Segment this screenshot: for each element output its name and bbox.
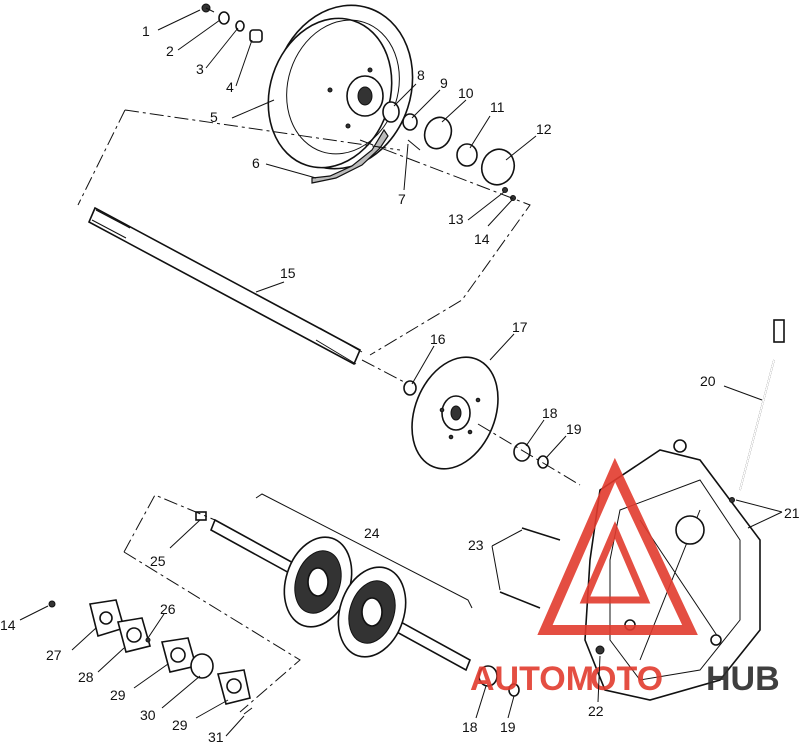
callout-3: 3 — [196, 61, 204, 77]
drive-chain — [311, 128, 389, 184]
watermark-part2: OTO — [590, 660, 663, 698]
small-hardware-top — [201, 3, 516, 201]
watermark-part1: AUTOM — [470, 660, 594, 698]
callout-4: 4 — [226, 79, 234, 95]
callout-31: 31 — [208, 729, 224, 743]
callout-10: 10 — [458, 85, 474, 101]
watermark-logo: AUTOM OTO HUB — [470, 457, 780, 698]
watermark-part3: HUB — [706, 660, 780, 698]
callout-1: 1 — [142, 23, 150, 39]
callout-15: 15 — [280, 265, 296, 281]
callout-14: 14 — [474, 231, 490, 247]
callout-19-lower: 19 — [500, 719, 516, 735]
callout-27: 27 — [46, 647, 62, 663]
callout-21: 21 — [784, 505, 800, 521]
callout-28: 28 — [78, 669, 94, 685]
callout-17: 17 — [512, 319, 528, 335]
callout-labels: 1 2 3 4 5 6 7 8 9 10 11 12 13 14 15 16 1… — [0, 23, 800, 743]
brake-disc — [403, 356, 581, 486]
callout-29: 29 — [110, 687, 126, 703]
callout-11: 11 — [490, 99, 505, 115]
callout-23: 23 — [468, 537, 484, 553]
callout-18-lower: 18 — [462, 719, 478, 735]
callout-6: 6 — [252, 155, 260, 171]
callout-22: 22 — [588, 703, 604, 719]
drive-pulley — [267, 4, 414, 170]
housing-bolts — [499, 497, 735, 609]
callout-24: 24 — [364, 525, 380, 541]
callout-25: 25 — [150, 553, 166, 569]
drive-shaft — [87, 206, 409, 385]
callout-20: 20 — [700, 373, 716, 389]
callout-7: 7 — [398, 191, 406, 207]
callout-19: 19 — [566, 421, 582, 437]
bearing-flange-set — [48, 599, 253, 715]
callout-29-lower: 29 — [172, 717, 188, 733]
track-drive-shaft — [195, 511, 520, 697]
callout-2: 2 — [166, 43, 174, 59]
callout-9: 9 — [440, 75, 448, 91]
callout-13: 13 — [448, 211, 464, 227]
callout-18: 18 — [542, 405, 558, 421]
callout-12: 12 — [536, 121, 552, 137]
callout-30: 30 — [140, 707, 156, 723]
leader-lines — [19, 9, 783, 737]
callout-14-lower: 14 — [0, 617, 16, 633]
callout-8: 8 — [417, 67, 425, 83]
callout-26: 26 — [160, 601, 176, 617]
callout-5: 5 — [210, 109, 218, 125]
speedo-cable — [739, 319, 785, 491]
callout-16: 16 — [430, 331, 446, 347]
